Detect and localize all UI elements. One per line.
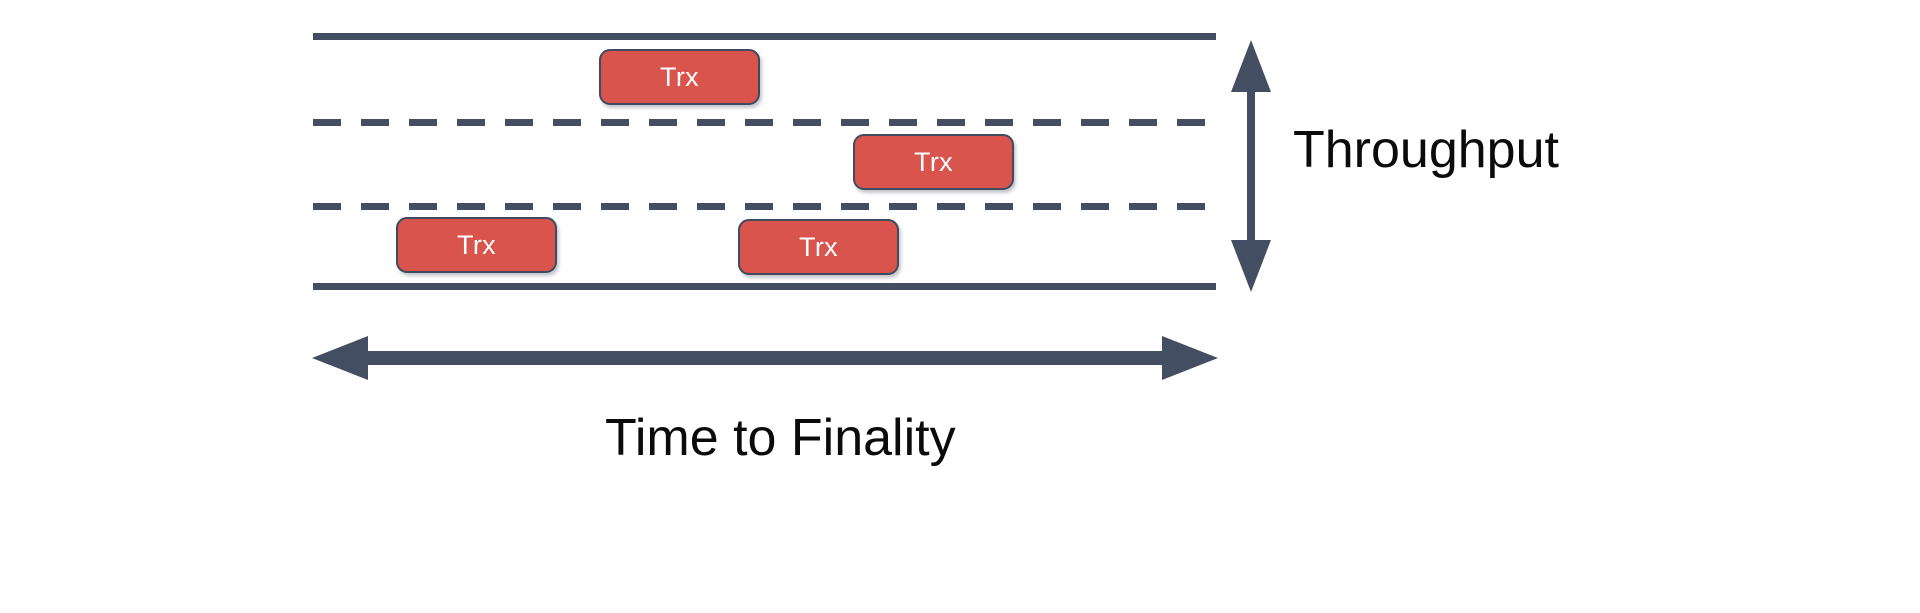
transaction-block[interactable]: Trx [599, 49, 760, 105]
lane-boundary-bottom [313, 283, 1216, 290]
transaction-block-label: Trx [799, 231, 838, 262]
transaction-block[interactable]: Trx [853, 134, 1014, 190]
throughput-axis-label: Throughput [1293, 121, 1559, 179]
lane-divider-lower [313, 203, 1216, 210]
time-to-finality-axis-label: Time to Finality [605, 409, 956, 467]
lane-boundary-top [313, 33, 1216, 40]
arrow-left-right-icon [312, 332, 1218, 384]
arrow-left-right-svg [312, 336, 1218, 380]
transaction-block-label: Trx [660, 61, 699, 92]
arrow-up-down-svg [1231, 40, 1271, 292]
transaction-block[interactable]: Trx [396, 217, 557, 273]
arrow-up-down-icon [1227, 40, 1275, 292]
transaction-block[interactable]: Trx [738, 219, 899, 275]
transaction-block-label: Trx [914, 146, 953, 177]
transaction-block-label: Trx [457, 229, 496, 260]
lane-divider-upper [313, 119, 1216, 126]
